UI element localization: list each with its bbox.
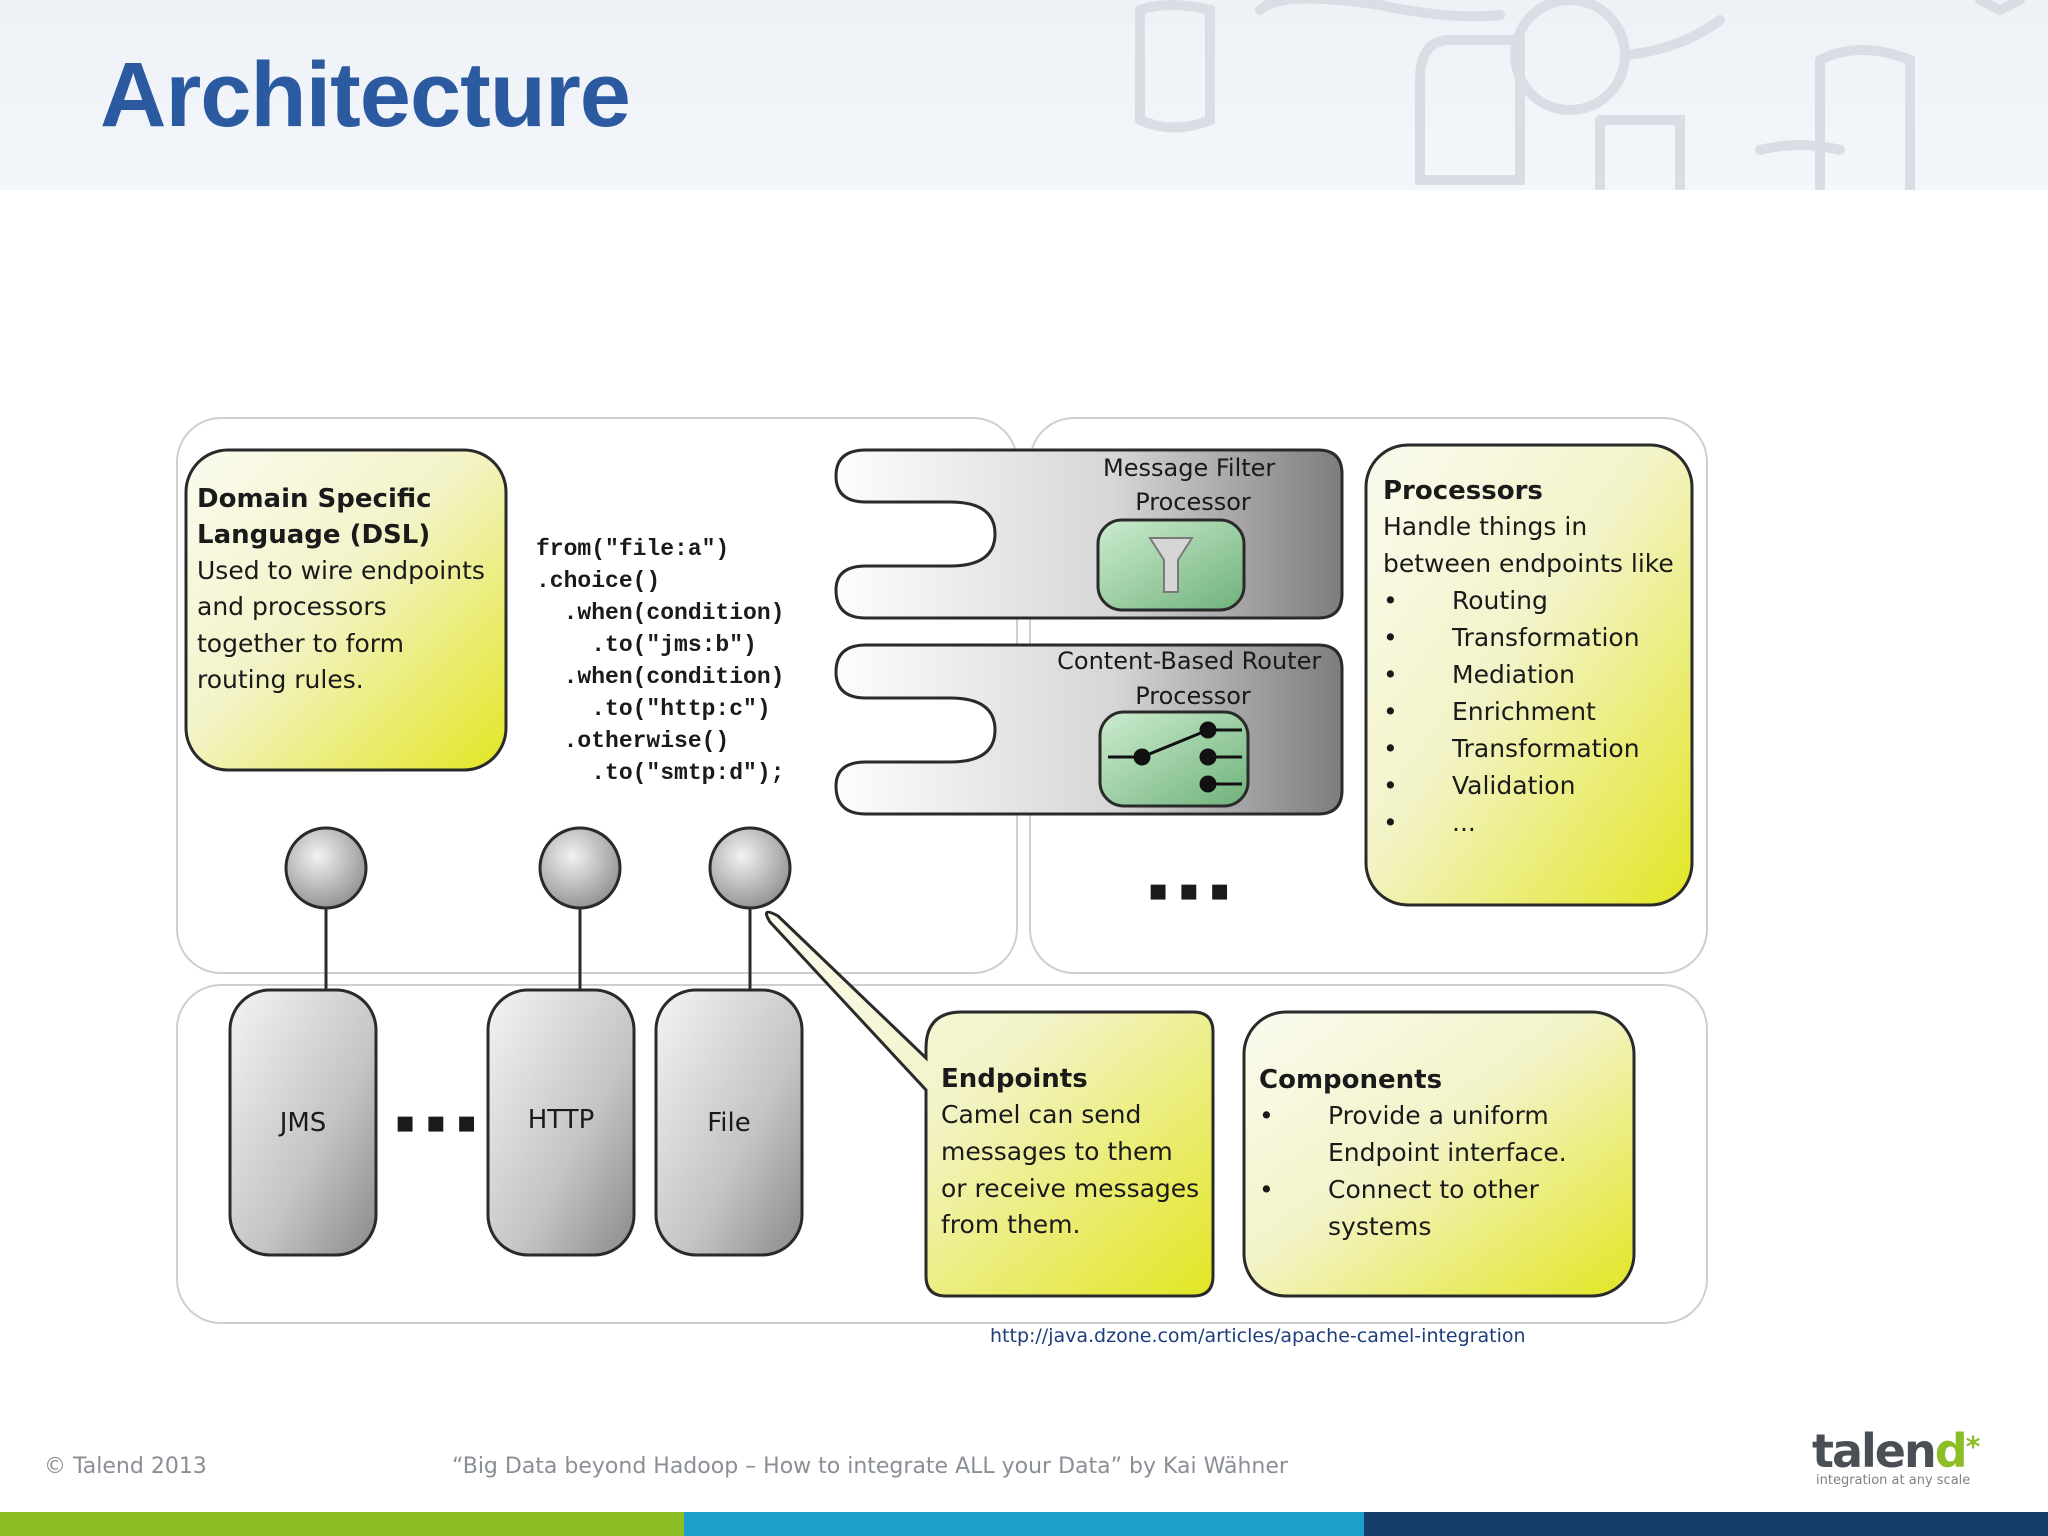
filter-label-line: Processor (1135, 488, 1251, 516)
endpoint-connectors (284, 826, 792, 990)
dsl-body-line: together to form (197, 629, 404, 658)
http-endpoint-ball (538, 826, 622, 910)
processors-callout: Processors Handle things in between endp… (1364, 443, 1694, 907)
endpoints-body-line: or receive messages (941, 1174, 1199, 1203)
bullet-glyph: • (1383, 623, 1398, 652)
components-item-line: Provide a uniform (1328, 1101, 1549, 1130)
processor-list-item: ... (1452, 808, 1476, 837)
bullet-glyph: • (1383, 586, 1398, 615)
dsl-callout: Domain Specific Language (DSL) Used to w… (184, 448, 508, 772)
svg-text:Handle things in between: Handle things in between endpoints like (1383, 512, 1674, 578)
dsl-code-block: from("file:a") .choice() .when(condition… (0, 0, 853, 786)
band-segment (684, 1512, 1364, 1536)
code-line: .when(condition) (536, 600, 784, 626)
endpoints-body-line: messages to them (941, 1137, 1173, 1166)
http-label: HTTP (528, 1105, 595, 1135)
jms-endpoint-ball (284, 826, 368, 910)
dsl-heading-line: Language (DSL) (197, 520, 430, 550)
footer-copyright: © Talend 2013 (44, 1454, 207, 1479)
file-label: File (707, 1108, 751, 1138)
svg-text:Content-Based Router Pro: Content-Based Router Processor (1057, 647, 1329, 710)
logo-star-icon: * (1965, 1430, 1981, 1463)
components-item-line: Connect to other (1328, 1175, 1540, 1204)
processors-heading: Processors (1383, 476, 1543, 506)
svg-text:Message Filter Processor: Message Filter Processor (1103, 454, 1283, 516)
endpoints-body-line: from them. (941, 1210, 1080, 1239)
code-line: .when(condition) (536, 664, 784, 690)
dsl-body-line: and processors (197, 592, 387, 621)
svg-text:Domain Specific Language: Domain Specific Language (DSL) (197, 484, 441, 550)
endpoints-heading: Endpoints (941, 1064, 1088, 1094)
processor-list-item: Transformation (1451, 623, 1640, 652)
footer-talk-title: “Big Data beyond Hadoop – How to integra… (452, 1454, 1288, 1479)
svg-text:Camel can send messages: Camel can send messages to them or recei… (941, 1100, 1207, 1239)
file-endpoint-ball (708, 826, 792, 910)
jms-component: JMS (228, 988, 378, 1257)
svg-text:Provide a uniform Endpoi: Provide a uniform Endpoint interface. (1328, 1101, 1567, 1167)
endpoints-callout: Endpoints Camel can send messages to the… (764, 910, 1215, 1298)
processors-body-line: between endpoints like (1383, 549, 1674, 578)
dsl-heading-line: Domain Specific (197, 484, 432, 514)
endpoints-body-line: Camel can send (941, 1100, 1141, 1129)
header-decoration (1135, 0, 2025, 190)
components-callout: Components • Provide a uniform Endpoint … (1242, 1010, 1636, 1298)
content-based-router-processor: Content-Based Router Processor (834, 643, 1344, 816)
filter-label-line: Message Filter (1103, 454, 1275, 482)
svg-text:Used to wire endpoints a: Used to wire endpoints and processors to… (197, 556, 493, 694)
svg-text:Connect to other systems: Connect to other systems (1328, 1175, 1547, 1241)
dsl-body-line: Used to wire endpoints (197, 556, 485, 585)
talend-logo: talend* integration at any scale (1812, 1425, 2012, 1495)
band-segment (0, 1512, 684, 1536)
code-line: from("file:a") (536, 536, 729, 562)
router-label-line: Content-Based Router (1057, 647, 1321, 675)
bullet-glyph: • (1383, 734, 1398, 763)
more-components-ellipsis: ▪ ▪ ▪ (395, 1105, 477, 1140)
bullet-glyph: • (1383, 697, 1398, 726)
processor-list-item: Validation (1452, 771, 1575, 800)
message-filter-processor: Message Filter Processor (834, 448, 1344, 620)
http-component: HTTP (486, 988, 636, 1257)
processor-list-item: Transformation (1451, 734, 1640, 763)
slide-header: Architecture (0, 0, 2048, 190)
components-item-line: Endpoint interface. (1328, 1138, 1567, 1167)
bullet-glyph: • (1383, 660, 1398, 689)
more-processors-ellipsis: ▪ ▪ ▪ (1148, 873, 1230, 908)
router-icon (1098, 710, 1250, 808)
components-item-line: systems (1328, 1212, 1431, 1241)
code-line: .otherwise() (536, 728, 729, 754)
processor-list-item: Mediation (1452, 660, 1575, 689)
dsl-body-line: routing rules. (197, 665, 364, 694)
router-label-line: Processor (1135, 682, 1251, 710)
bullet-glyph: • (1259, 1101, 1274, 1130)
processor-list-item: Routing (1452, 586, 1548, 615)
code-line: .to("smtp:d"); (536, 760, 784, 786)
band-segment (1364, 1512, 2048, 1536)
code-line: .choice() (536, 568, 660, 594)
source-link[interactable]: http://java.dzone.com/articles/apache-ca… (990, 1325, 1526, 1347)
bullet-glyph: • (1383, 808, 1398, 837)
bullet-glyph: • (1383, 771, 1398, 800)
code-line: .to("jms:b") (536, 632, 757, 658)
jms-label: JMS (278, 1108, 327, 1138)
logo-text: talen (1812, 1424, 1937, 1478)
footer-color-band (0, 1512, 2048, 1536)
slide-title: Architecture (100, 44, 631, 146)
code-line: .to("http:c") (536, 696, 771, 722)
camel-architecture-diagram: Domain Specific Language (DSL) Used to w… (0, 0, 1708, 1324)
components-heading: Components (1259, 1065, 1442, 1095)
bullet-glyph: • (1259, 1175, 1274, 1204)
logo-tagline: integration at any scale (1816, 1473, 1971, 1488)
file-component: File (654, 988, 804, 1257)
logo-accent-letter: d (1934, 1424, 1968, 1478)
processor-list-item: Enrichment (1452, 697, 1596, 726)
processors-body-line: Handle things in (1383, 512, 1587, 541)
